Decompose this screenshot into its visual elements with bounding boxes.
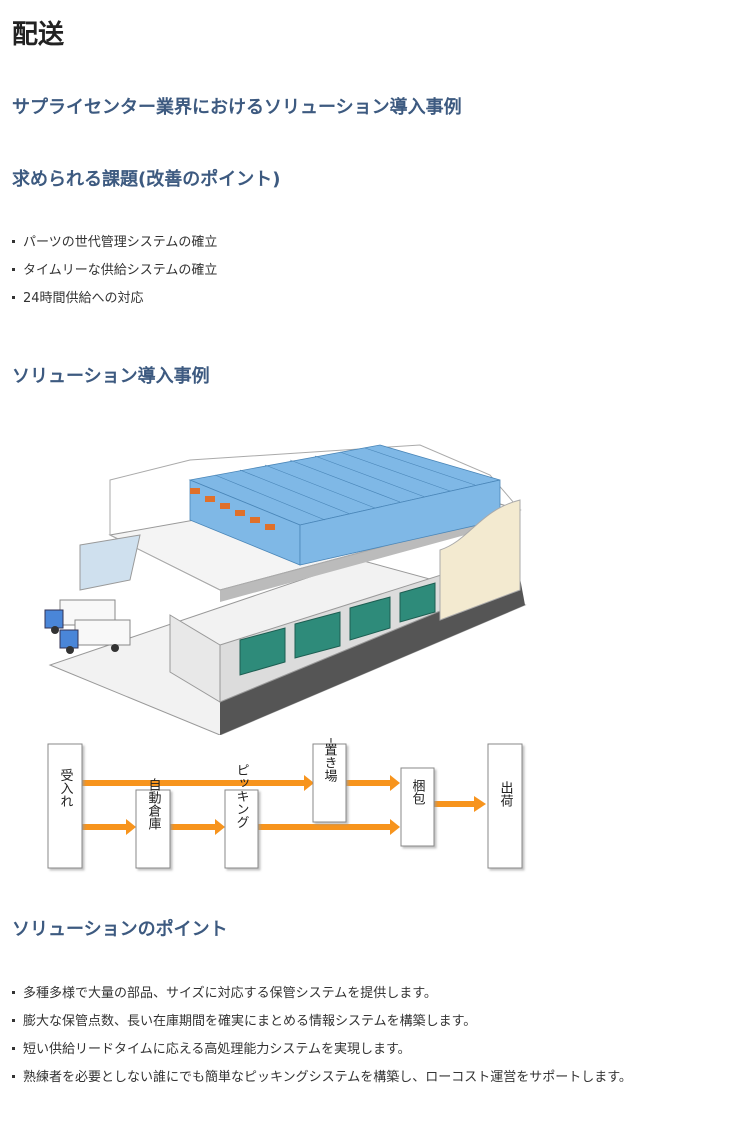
flow-label-receiving: 受入れ bbox=[58, 769, 74, 808]
flow-step-auto-warehouse bbox=[135, 789, 171, 869]
list-item: 多種多様で大量の部品、サイズに対応する保管システムを提供します。 bbox=[12, 980, 632, 1008]
flow-step-shipping bbox=[487, 743, 523, 869]
page-title: 配送 bbox=[12, 20, 65, 50]
list-item: パーツの世代管理システムの確立 bbox=[12, 229, 217, 257]
challenges-list: パーツの世代管理システムの確立 タイムリーな供給システムの確立 24時間供給への… bbox=[12, 229, 217, 313]
flow-label-flat-storage: 平置き場 bbox=[322, 738, 338, 782]
list-item: 24時間供給への対応 bbox=[12, 285, 217, 313]
warehouse-illustration bbox=[44, 444, 527, 735]
flow-step-flat-storage bbox=[312, 743, 347, 823]
solution-points-list: 多種多様で大量の部品、サイズに対応する保管システムを提供します。 膨大な保管点数… bbox=[12, 980, 632, 1092]
list-item: タイムリーな供給システムの確立 bbox=[12, 257, 217, 285]
list-item: 短い供給リードタイムに応える高処理能力システムを実現します。 bbox=[12, 1036, 632, 1064]
flow-label-picking: ピッキング bbox=[234, 764, 250, 829]
truck-icon bbox=[59, 619, 131, 654]
flow-label-packing: 梱包 bbox=[410, 779, 426, 805]
section-heading-challenges: 求められる課題(改善のポイント) bbox=[12, 169, 281, 190]
list-item: 膨大な保管点数、長い在庫期間を確実にまとめる情報システムを構築します。 bbox=[12, 1008, 632, 1036]
flow-label-shipping: 出荷 bbox=[498, 781, 514, 807]
flow-step-packing bbox=[400, 767, 435, 847]
section-heading-solution-points: ソリューションのポイント bbox=[12, 919, 228, 940]
list-item: 熟練者を必要としない誰にでも簡単なピッキングシステムを構築し、ローコスト運営をサ… bbox=[12, 1064, 632, 1092]
flow-step-picking bbox=[224, 789, 259, 869]
process-flow-diagram: 受入れ 自動倉庫 ピッキング 平置き場 梱包 出荷 bbox=[47, 738, 523, 869]
section-heading-case-study: サプライセンター業界におけるソリューション導入事例 bbox=[12, 97, 462, 118]
section-heading-solution-example: ソリューション導入事例 bbox=[12, 366, 210, 387]
flow-step-receiving bbox=[47, 743, 83, 869]
flow-label-auto-warehouse: 自動倉庫 bbox=[146, 778, 162, 830]
